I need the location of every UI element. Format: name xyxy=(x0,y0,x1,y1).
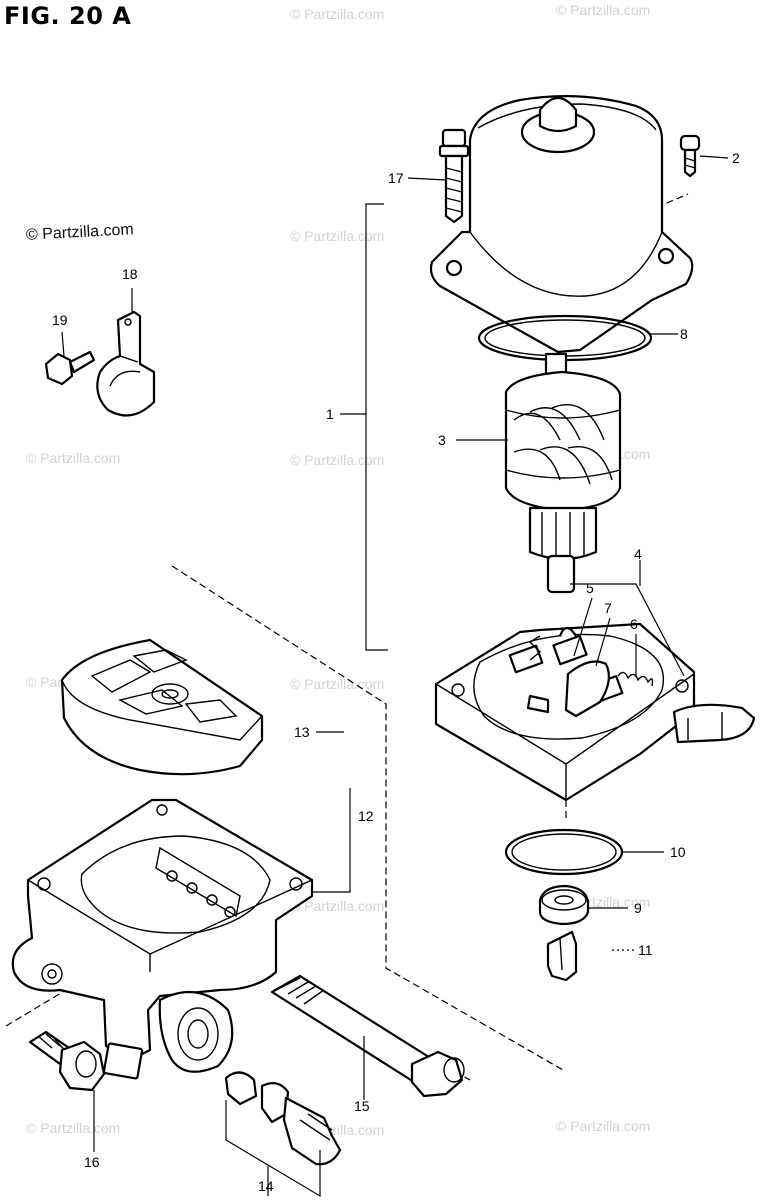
watermark: © Partzilla.com xyxy=(556,2,651,18)
leader-17 xyxy=(407,177,447,181)
part-14-valve xyxy=(224,1071,342,1166)
leader-4 xyxy=(570,583,685,677)
callout-1: 1 xyxy=(326,406,334,422)
part-11-coupler xyxy=(546,930,578,982)
watermark: © Partzilla.com xyxy=(290,6,385,22)
callout-6: 6 xyxy=(630,616,638,632)
motor-housing xyxy=(429,95,694,354)
leader-5 xyxy=(573,597,593,657)
part-3-armature xyxy=(504,352,622,594)
watermark: © Partzilla.com xyxy=(290,228,385,244)
callout-12: 12 xyxy=(358,808,374,824)
part-16-bolt xyxy=(28,1030,106,1092)
callout-5: 5 xyxy=(586,580,594,596)
callout-10: 10 xyxy=(670,844,686,860)
leader-12 xyxy=(312,788,351,893)
callout-14: 14 xyxy=(258,1178,274,1194)
part-6-spring xyxy=(617,671,654,687)
callout-19: 19 xyxy=(52,312,68,328)
part-10-o-ring xyxy=(504,828,624,876)
watermark: © Partzilla.com xyxy=(290,898,385,914)
leader-14 xyxy=(225,1100,321,1198)
leader-7 xyxy=(595,617,611,667)
part-17-bolt xyxy=(438,128,470,224)
part-12-pump-base xyxy=(11,798,314,1080)
callout-11: 11 xyxy=(638,942,653,958)
callout-17: 17 xyxy=(388,170,404,186)
leader-19 xyxy=(61,331,65,357)
part-9-bushing xyxy=(538,884,590,926)
part-4-brush-holder xyxy=(434,622,756,802)
callout-18: 18 xyxy=(122,266,138,282)
callout-13: 13 xyxy=(294,724,310,740)
callout-3: 3 xyxy=(438,432,446,448)
watermark: © Partzilla.com xyxy=(290,452,385,468)
assembly-guide-line xyxy=(171,565,564,1071)
figure-title: FIG. 20 A xyxy=(4,2,132,30)
part-2-screw xyxy=(679,134,701,178)
callout-16: 16 xyxy=(84,1154,100,1170)
callout-7: 7 xyxy=(604,600,612,616)
bracket-1 xyxy=(365,203,388,651)
watermark: © Partzilla.com xyxy=(556,1118,651,1134)
callout-2: 2 xyxy=(732,150,740,166)
watermark: © Partzilla.com xyxy=(26,450,121,466)
callout-4: 4 xyxy=(634,546,642,562)
callout-9: 9 xyxy=(634,900,642,916)
part-15-long-bolt xyxy=(270,974,465,1098)
watermark: © Partzilla.com xyxy=(26,1120,121,1136)
callout-8: 8 xyxy=(680,326,688,342)
part-18-clamp xyxy=(96,310,156,417)
part-19-screw xyxy=(44,350,96,386)
assembly-guide-line xyxy=(659,193,689,232)
callout-15: 15 xyxy=(354,1098,370,1114)
assembly-guide-line xyxy=(5,989,67,1027)
part-7-brush xyxy=(564,660,611,718)
part-13-plate xyxy=(60,638,264,776)
leader-2 xyxy=(699,155,729,159)
